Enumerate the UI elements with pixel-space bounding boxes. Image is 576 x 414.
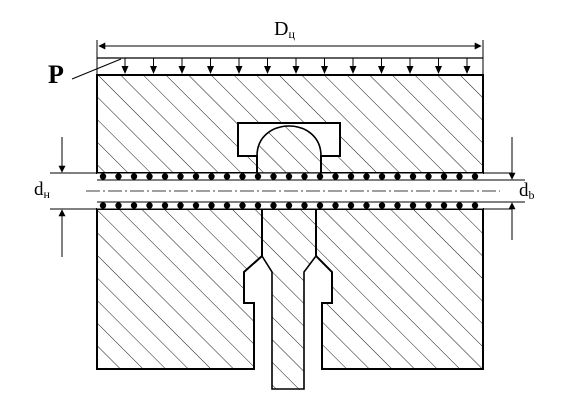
bead (332, 202, 339, 209)
bead (146, 173, 153, 180)
outer-diameter-main: d (34, 179, 44, 200)
bead (425, 202, 432, 209)
punch-stem (261, 208, 317, 390)
bead (270, 202, 277, 209)
bead (115, 173, 122, 180)
bead (409, 202, 417, 209)
bead (394, 173, 401, 180)
bead (223, 173, 231, 180)
bead (363, 173, 370, 180)
pressure-arrow-head (150, 66, 157, 74)
pressure-arrows (121, 58, 471, 74)
outer-diameter-sub: н (43, 187, 50, 201)
pressure-leader (71, 58, 122, 80)
bead (192, 202, 200, 209)
diameter-label: Dц (274, 19, 295, 40)
bead (456, 202, 463, 209)
bead (208, 173, 215, 180)
bead (425, 173, 432, 180)
bead (471, 202, 479, 209)
bead (254, 202, 262, 209)
pressure-arrow-head (235, 66, 243, 74)
bead (161, 202, 169, 209)
bead (347, 202, 355, 209)
pressure-arrow-head (349, 66, 357, 74)
pressure-arrow-head (292, 66, 300, 74)
bead (99, 173, 107, 180)
bead (471, 173, 479, 180)
bead (285, 173, 293, 180)
bead (99, 202, 107, 209)
bead (223, 202, 231, 209)
inner-diameter-main: d (519, 180, 529, 201)
bead-row-bottom (99, 202, 479, 209)
pressure-arrow-head (178, 66, 186, 74)
bead (456, 173, 463, 180)
bead (394, 202, 401, 209)
bead (301, 173, 308, 180)
bead (177, 173, 184, 180)
bead (208, 202, 215, 209)
bead (239, 202, 246, 209)
bead (378, 173, 386, 180)
bead (239, 173, 246, 180)
pressure-arrow-head (207, 66, 214, 74)
bead (254, 173, 262, 180)
pressure-arrow-head (264, 66, 271, 74)
diameter-label-main: D (274, 18, 289, 40)
pressure-arrow-head (435, 66, 442, 74)
bead (409, 173, 417, 180)
bead (440, 173, 448, 180)
outer-diameter-label: dн (34, 180, 50, 200)
bead (440, 202, 448, 209)
pressure-arrow-head (406, 66, 414, 74)
inner-diameter-label: db (519, 181, 535, 201)
bead (316, 173, 324, 180)
bead (115, 202, 122, 209)
bead (192, 173, 200, 180)
bead (363, 202, 370, 209)
bead (285, 202, 293, 209)
pressure-arrow-head (321, 66, 328, 74)
bead (347, 173, 355, 180)
pressure-arrow-head (121, 66, 129, 74)
bead (130, 173, 138, 180)
bead (378, 202, 386, 209)
bead-row-top (99, 173, 479, 180)
bead (161, 173, 169, 180)
pressure-arrow-head (463, 66, 471, 74)
pressure-label: P (48, 60, 64, 89)
bead (316, 202, 324, 209)
bead (146, 202, 153, 209)
punch-head (256, 125, 322, 174)
bead (130, 202, 138, 209)
inner-diameter-sub: b (528, 188, 535, 202)
bead (301, 202, 308, 209)
bead (177, 202, 184, 209)
pressure-arrow-head (378, 66, 385, 74)
bead (270, 173, 277, 180)
bead (332, 173, 339, 180)
diameter-label-sub: ц (288, 27, 295, 41)
